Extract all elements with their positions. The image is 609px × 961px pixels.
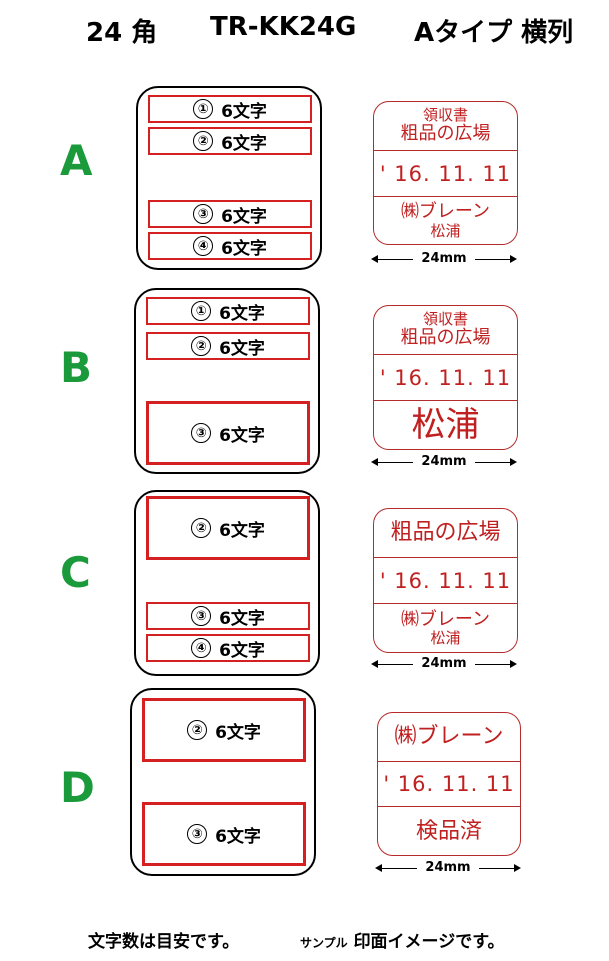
measure-a: 24mm [371,251,517,267]
measure-b: 24mm [371,454,517,470]
sample-a-date: ' 16. 11. 11 [374,150,517,197]
sample-b-date: ' 16. 11. 11 [374,354,517,401]
sample-d-date: ' 16. 11. 11 [378,761,520,807]
measure-c: 24mm [371,656,517,672]
footer-sample: サンプル 印面イメージです。 [300,927,505,952]
sample-d: ㈱ブレーン ' 16. 11. 11 検品済 [377,712,521,856]
sample-c-line4: 松浦 [430,629,461,648]
sample-d-line1: ㈱ブレーン [394,724,504,750]
row-label-a: A [60,136,93,185]
page-header: 24 角 TR-KK24G Aタイプ 横列 [0,12,609,48]
size-label: 24 角 [86,18,158,48]
sample-c-date: ' 16. 11. 11 [374,557,517,604]
type-label: Aタイプ 横列 [414,18,574,48]
sample-a: 領収書 粗品の広場 ' 16. 11. 11 ㈱ブレーン 松浦 [373,101,518,245]
footer-sample-small: サンプル [300,936,348,950]
footer-note: 文字数は目安です。 [88,932,240,952]
sample-c: 粗品の広場 ' 16. 11. 11 ㈱ブレーン 松浦 [373,508,518,653]
row-label-b: B [60,343,93,392]
model-label: TR-KK24G [210,12,357,42]
sample-a-line3: ㈱ブレーン [400,201,491,223]
sample-a-line4: 松浦 [430,221,461,240]
row-label-d: D [60,763,95,812]
sample-c-line1: 粗品の広場 [390,520,501,546]
sample-a-line1: 領収書 [422,106,468,125]
sample-c-line3: ㈱ブレーン [400,608,491,630]
sample-b-line1: 領収書 [422,310,468,329]
sample-b-line2: 粗品の広場 [400,327,491,349]
footer-sample-text: 印面イメージです。 [353,932,505,952]
sample-d-line3: 検品済 [415,818,482,844]
measure-d: 24mm [375,860,521,876]
sample-b-line3: 松浦 [411,404,480,445]
sample-a-line2: 粗品の広場 [400,123,491,145]
row-label-c: C [60,548,91,597]
sample-b: 領収書 粗品の広場 ' 16. 11. 11 松浦 [373,305,518,450]
